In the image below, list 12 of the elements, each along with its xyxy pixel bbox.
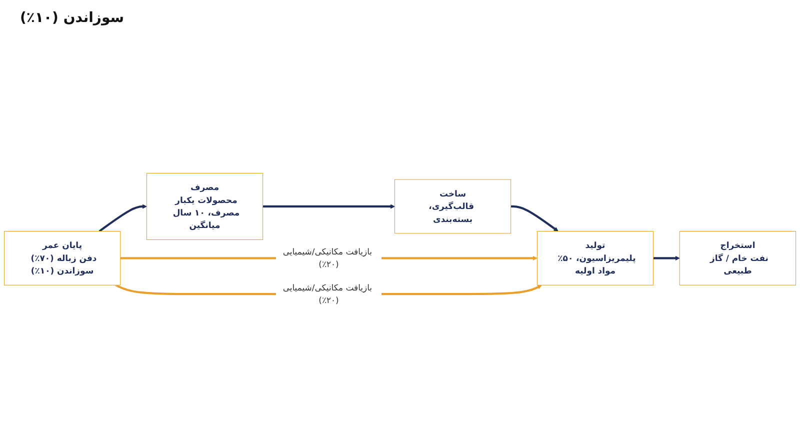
node-box: پایان عمر دفن زباله (۷۰٪) سوزاندن (۱۰٪) xyxy=(4,231,121,286)
node-box: استخراج نفت خام / گاز طبیعی xyxy=(679,231,796,286)
node-box: ساخت قالب‌گیری، بسته‌بندی xyxy=(394,179,512,234)
arrow xyxy=(510,205,558,232)
node-box: مصرف محصولات یکبار مصرف، ۱۰ سال میانگین xyxy=(146,172,264,240)
arrow xyxy=(262,204,395,209)
edge-label: بازیافت مکانیکی/شیمیایی (۲۰٪) xyxy=(282,282,372,306)
node-box: تولید پلیمریزاسیون، ۵۰٪ مواد اولیه xyxy=(536,231,654,286)
note-label: سوزاندن (۱۰٪) xyxy=(20,10,124,26)
arrow xyxy=(98,204,147,232)
edge-label: بازیافت مکانیکی/شیمیایی (۲۰٪) xyxy=(282,246,372,270)
arrow xyxy=(653,256,680,261)
